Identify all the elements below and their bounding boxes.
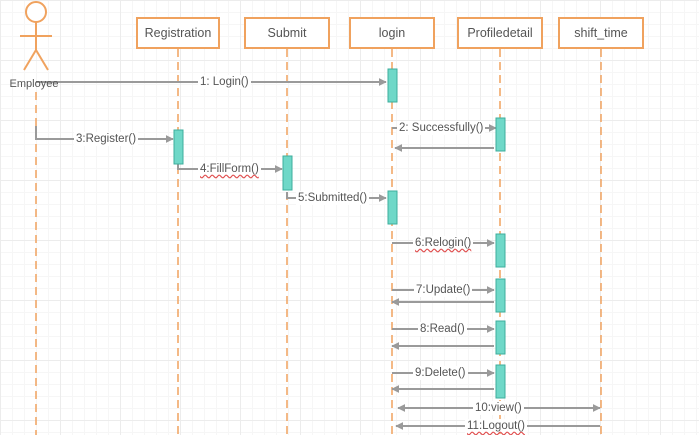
msg-6-label[interactable]: 6:Relogin() [413, 236, 474, 250]
lifeline-label-login: login [378, 26, 406, 40]
lifeline-label-shift-time: shift_time [574, 26, 628, 40]
lifeline-box-login[interactable]: login [349, 17, 435, 49]
profiledetail-activation-1[interactable] [495, 117, 506, 152]
submit-activation[interactable] [282, 155, 293, 191]
lifeline-box-profiledetail[interactable]: Profiledetail [457, 17, 543, 49]
msg-10-label[interactable]: 10:view() [473, 401, 524, 415]
msg-5-label[interactable]: 5:Submitted() [296, 191, 370, 205]
lifeline-label-registration: Registration [144, 26, 212, 40]
profiledetail-activation-2[interactable] [495, 233, 506, 268]
lifeline-label-submit: Submit [267, 26, 307, 40]
lifeline-box-registration[interactable]: Registration [136, 17, 220, 49]
actor-label-employee: Employee [9, 78, 59, 90]
lifeline-box-shift-time[interactable]: shift_time [558, 17, 644, 49]
msg-9-label[interactable]: 9:Delete() [413, 366, 468, 380]
msg-2-label[interactable]: 2: Successfully() [397, 121, 486, 135]
msg-8-label[interactable]: 8:Read() [418, 322, 467, 336]
msg-11-label[interactable]: 11:Logout() [465, 419, 527, 433]
msg-3-label[interactable]: 3:Register() [74, 132, 139, 146]
login-activation-2[interactable] [387, 190, 398, 225]
registration-activation[interactable] [173, 129, 184, 165]
login-activation-1[interactable] [387, 68, 398, 103]
profiledetail-activation-3[interactable] [495, 278, 506, 313]
profiledetail-activation-5[interactable] [495, 364, 506, 399]
msg-7-label[interactable]: 7:Update() [414, 283, 473, 297]
profiledetail-activation-4[interactable] [495, 320, 506, 355]
employee-actor-icon[interactable] [20, 1, 52, 71]
lifeline-box-submit[interactable]: Submit [244, 17, 330, 49]
msg-4-label[interactable]: 4:FillForm() [198, 162, 261, 176]
msg-1-label[interactable]: 1: Login() [198, 75, 251, 89]
lifeline-label-profiledetail: Profiledetail [467, 26, 533, 40]
